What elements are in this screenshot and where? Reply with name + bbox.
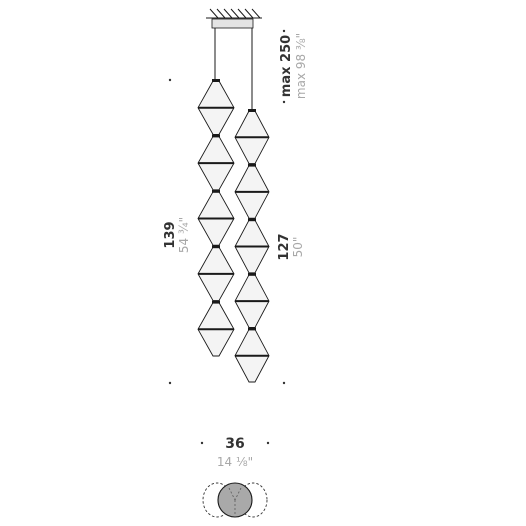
long-chain-cm-label: 139: [163, 221, 178, 248]
long-chain-connector-3: [212, 189, 220, 193]
long-chain-module-5: [197, 300, 235, 357]
short-chain-module-5: [234, 327, 270, 383]
dimension-guide-dots: [168, 29, 286, 445]
diameter-cm-label: 36: [225, 436, 244, 452]
ceiling-canopy: [211, 18, 254, 29]
diameter-inch-label: 14 ⅛": [217, 455, 253, 469]
long-chain-connector-5: [212, 300, 220, 304]
short-chain-inch-label: 50": [291, 237, 305, 258]
overall-height-cm-label: max 250: [279, 35, 294, 97]
long-chain-connector-4: [212, 245, 220, 249]
long-chain-module-2: [197, 134, 235, 191]
long-chain-module-4: [197, 245, 235, 302]
short-chain-module-4: [234, 272, 270, 328]
long-chain-connector-1: [212, 79, 220, 82]
short-chain-connector-5: [248, 327, 256, 331]
short-chain-connector-1: [248, 109, 256, 112]
short-chain-module-2: [234, 163, 270, 219]
long-chain-module-3: [197, 189, 235, 246]
overall-height-inch-label: max 98 ⅜": [294, 33, 308, 99]
top-view-footprint: [202, 482, 268, 518]
long-glass-chain: [197, 79, 235, 357]
long-chain-inch-label: 54 ¾": [177, 217, 191, 253]
ceiling-hatch: [206, 8, 262, 19]
long-chain-connector-2: [212, 134, 220, 138]
short-chain-connector-3: [248, 218, 256, 222]
short-chain-module-1: [234, 109, 270, 165]
short-chain-cm-label: 127: [277, 233, 292, 260]
short-chain-module-3: [234, 218, 270, 274]
short-chain-connector-2: [248, 163, 256, 167]
short-chain-connector-4: [248, 272, 256, 276]
short-glass-chain: [234, 109, 270, 383]
long-chain-module-1: [197, 79, 235, 135]
